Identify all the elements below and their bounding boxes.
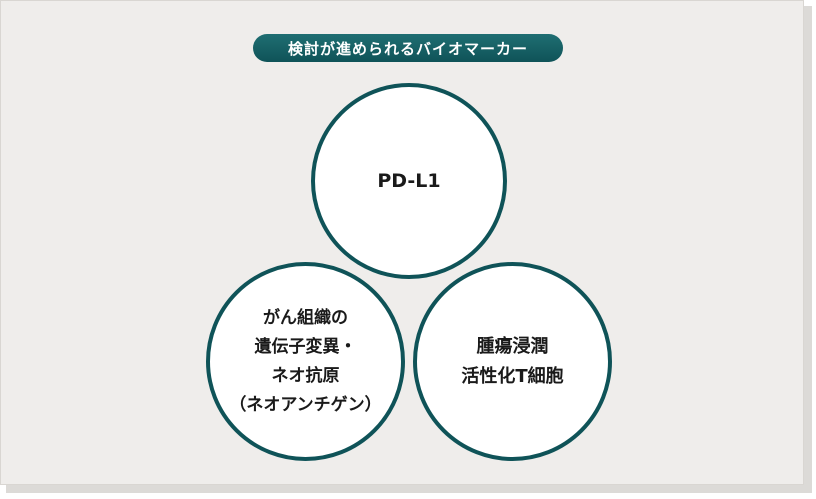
biomarker-circle-neoantigen: がん組織の 遺伝子変異・ ネオ抗原 （ネオアンチゲン） [206, 262, 405, 461]
circle-label-line: 腫瘍浸潤 [476, 335, 549, 357]
panel-shadow-right [804, 6, 812, 493]
panel-shadow-bottom [6, 485, 804, 493]
circle-label-line: （ネオアンチゲン） [229, 394, 382, 415]
diagram-title: 検討が進められるバイオマーカー [253, 34, 563, 62]
biomarker-circle-pd-l1: PD-L1 [311, 83, 507, 279]
diagram-title-text: 検討が進められるバイオマーカー [287, 39, 528, 58]
diagram-panel: 検討が進められるバイオマーカー PD-L1 がん組織の 遺伝子変異・ ネオ抗原 … [0, 0, 804, 485]
circle-label-line: 活性化T細胞 [461, 365, 564, 387]
circle-label-line: がん組織の [262, 307, 348, 328]
biomarker-circle-til: 腫瘍浸潤 活性化T細胞 [413, 262, 612, 461]
circle-label-line: PD-L1 [377, 170, 441, 192]
circle-label-line: 遺伝子変異・ [254, 336, 357, 357]
circle-label-line: ネオ抗原 [271, 365, 340, 386]
